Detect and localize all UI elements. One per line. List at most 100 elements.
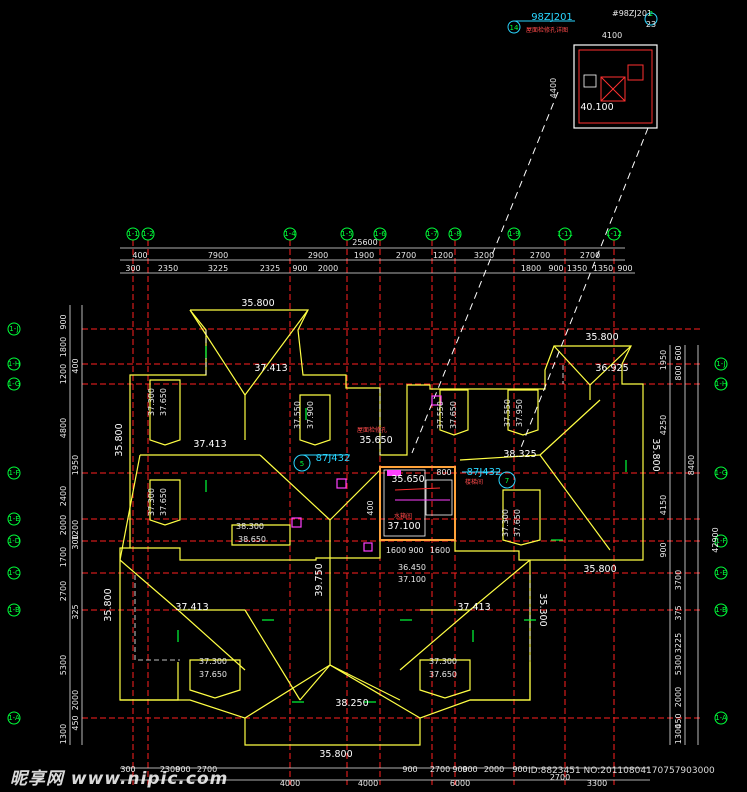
section-refs [293, 454, 516, 489]
svg-text:2300: 2300 [160, 765, 180, 774]
svg-text:37.300: 37.300 [147, 488, 156, 516]
svg-text:1300: 1300 [674, 724, 683, 744]
watermark-logo: 昵享网 www.nipic.com [10, 769, 229, 789]
svg-text:7900: 7900 [208, 251, 228, 260]
svg-text:1-A: 1-A [8, 714, 20, 722]
svg-text:400: 400 [132, 251, 147, 260]
svg-text:37.650: 37.650 [513, 509, 522, 537]
axis-bubbles-right [714, 357, 728, 725]
svg-text:40.100: 40.100 [580, 102, 613, 113]
svg-text:4100: 4100 [602, 31, 622, 40]
svg-text:2000: 2000 [674, 687, 683, 707]
svg-text:1-1: 1-1 [127, 230, 138, 238]
svg-text:37.300: 37.300 [147, 388, 156, 416]
top-dims-row2: 300 2350 3225 2325 900 2000 1800 900 135… [125, 264, 632, 273]
svg-text:98ZJ201: 98ZJ201 [531, 12, 573, 23]
svg-text:2000: 2000 [59, 515, 68, 535]
svg-text:2700: 2700 [530, 251, 550, 260]
svg-text:4400: 4400 [549, 78, 558, 98]
svg-text:800: 800 [674, 365, 683, 380]
svg-text:35.800: 35.800 [583, 564, 616, 575]
dimension-lines [69, 247, 699, 781]
top-dims-row1: 7900 2900 1900 2700 1200 3200 2700 2700 … [132, 251, 600, 260]
svg-text:5300: 5300 [674, 655, 683, 675]
svg-text:1300: 1300 [59, 724, 68, 744]
svg-text:1900: 1900 [354, 251, 374, 260]
svg-text:35.800: 35.800 [114, 423, 125, 456]
svg-text:37.900: 37.900 [306, 401, 315, 429]
svg-text:87J432: 87J432 [467, 467, 502, 478]
svg-text:1-11: 1-11 [557, 230, 573, 238]
svg-text:37.550: 37.550 [293, 401, 302, 429]
svg-text:1-E: 1-E [8, 515, 19, 523]
svg-text:1350: 1350 [593, 264, 613, 273]
svg-text:1200: 1200 [71, 520, 80, 540]
svg-text:35.650: 35.650 [391, 474, 424, 485]
svg-text:87J432: 87J432 [316, 453, 351, 464]
svg-text:900: 900 [548, 264, 563, 273]
svg-text:37.650: 37.650 [449, 401, 458, 429]
svg-text:2700: 2700 [396, 251, 416, 260]
svg-text:1-B: 1-B [715, 606, 727, 614]
svg-text:2700: 2700 [550, 773, 570, 782]
overall-right-height: 42900 [711, 527, 720, 552]
left-dims: 900 1800 1200 400 4800 1950 2400 2000 12… [59, 314, 80, 744]
svg-text:900: 900 [617, 264, 632, 273]
svg-text:37.413: 37.413 [175, 602, 208, 613]
svg-text:38.650: 38.650 [238, 535, 266, 544]
svg-text:1-7: 1-7 [426, 230, 437, 238]
svg-text:900: 900 [59, 314, 68, 329]
roof-internal-lines [134, 330, 564, 661]
svg-text:3700: 3700 [674, 570, 683, 590]
svg-text:900: 900 [452, 765, 467, 774]
svg-text:35.800: 35.800 [103, 588, 114, 621]
svg-text:35.300: 35.300 [537, 593, 548, 626]
svg-text:1-G: 1-G [715, 469, 728, 477]
svg-text:1200: 1200 [433, 251, 453, 260]
svg-text:1-2: 1-2 [142, 230, 153, 238]
axis-labels-left: 1-J 1-H 1-G 1-F 1-E 1-D 1-C 1-B 1-A [8, 325, 21, 722]
svg-text:1-E: 1-E [715, 569, 726, 577]
svg-text:35.800: 35.800 [319, 749, 352, 760]
svg-text:1600: 1600 [430, 546, 450, 555]
detail-labels: 98ZJ201 #98ZJ201 14 2 23 4100 4400 40.10… [510, 9, 657, 113]
svg-text:8400: 8400 [687, 455, 696, 475]
svg-text:35.800: 35.800 [650, 438, 661, 471]
svg-text:水箱间: 水箱间 [394, 512, 412, 520]
svg-text:2700: 2700 [430, 765, 450, 774]
svg-text:2325: 2325 [260, 264, 280, 273]
svg-text:39.750: 39.750 [314, 563, 325, 596]
svg-text:35.800: 35.800 [241, 298, 274, 309]
svg-text:4800: 4800 [59, 418, 68, 438]
right-dims: 600 1950 800 4250 8400 4150 900 3700 375… [659, 345, 696, 744]
svg-text:900: 900 [175, 765, 190, 774]
watermark-id: ID:8823451 NO:20110804170757903000 [528, 766, 715, 776]
svg-text:1-12: 1-12 [606, 230, 622, 238]
svg-text:2350: 2350 [158, 264, 178, 273]
svg-text:37.300: 37.300 [199, 657, 227, 666]
svg-text:7: 7 [505, 477, 509, 485]
roof-outline [119, 309, 644, 746]
svg-text:屋面检修孔详图: 屋面检修孔详图 [526, 26, 568, 34]
svg-text:3225: 3225 [674, 633, 683, 653]
svg-text:3225: 3225 [208, 264, 228, 273]
svg-text:37.550: 37.550 [436, 401, 445, 429]
svg-text:1800: 1800 [59, 337, 68, 357]
svg-text:450: 450 [674, 713, 683, 728]
svg-text:屋面检修孔: 屋面检修孔 [357, 426, 387, 434]
svg-text:3200: 3200 [474, 251, 494, 260]
svg-text:1350: 1350 [567, 264, 587, 273]
svg-text:1-G: 1-G [8, 380, 21, 388]
svg-text:1-8: 1-8 [449, 230, 460, 238]
svg-text:400: 400 [71, 358, 80, 373]
svg-text:300: 300 [125, 264, 140, 273]
svg-text:38.250: 38.250 [335, 698, 368, 709]
svg-text:37.550: 37.550 [503, 399, 512, 427]
overall-width: 25600 [352, 238, 377, 247]
svg-text:2400: 2400 [59, 486, 68, 506]
svg-text:1950: 1950 [659, 350, 668, 370]
svg-text:800: 800 [436, 468, 451, 477]
svg-text:37.650: 37.650 [159, 488, 168, 516]
axis-labels-top: 1-1 1-2 1-4 1-5 1-6 1-7 1-8 1-9 1-11 1-1… [127, 230, 622, 238]
